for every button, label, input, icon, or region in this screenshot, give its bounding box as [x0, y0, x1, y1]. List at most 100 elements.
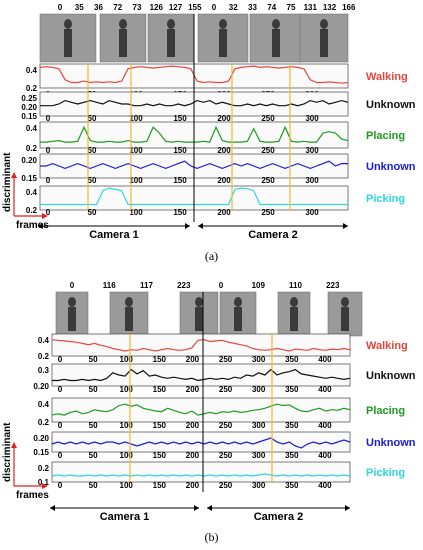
- x-tick-label: 200: [217, 176, 231, 185]
- series-label: Unknown: [366, 370, 416, 382]
- y-tick-label: 0.3: [38, 366, 50, 375]
- y-tick-label: 0.20: [21, 103, 37, 112]
- series-line-picking: [51, 473, 351, 477]
- y-tick-label: 0.2: [38, 352, 50, 361]
- frame-number-label: 0: [58, 3, 63, 12]
- camera-range-arrowhead: [343, 223, 348, 229]
- x-tick-label: 50: [89, 451, 98, 460]
- y-tick-label: 0.4: [26, 188, 38, 197]
- frame-number-label: 131: [304, 3, 318, 12]
- person-body-icon: [320, 29, 328, 57]
- series-label: Walking: [366, 340, 408, 352]
- frame-number-label: 116: [103, 281, 116, 290]
- y-tick-label: 0.15: [33, 448, 49, 457]
- x-axis-arrowhead: [42, 483, 48, 489]
- x-tick-label: 0: [58, 481, 63, 490]
- x-tick-label: 150: [173, 114, 187, 123]
- series-plot-frame: [51, 461, 351, 483]
- person-head-icon: [125, 297, 133, 307]
- y-tick-label: 0.4: [26, 66, 38, 75]
- x-tick-label: 250: [219, 481, 233, 490]
- series-label: Picking: [366, 193, 405, 205]
- frame-number-label: 72: [113, 3, 122, 12]
- person-body-icon: [272, 29, 280, 57]
- person-body-icon: [341, 307, 349, 331]
- x-tick-label: 300: [252, 451, 266, 460]
- frame-number-label: 166: [342, 3, 356, 12]
- person-body-icon: [119, 29, 127, 57]
- frame-number-label: 74: [267, 3, 276, 12]
- person-body-icon: [68, 307, 76, 331]
- person-head-icon: [167, 19, 175, 29]
- x-tick-label: 200: [186, 451, 200, 460]
- y-tick-label: 0.1: [38, 478, 50, 487]
- y-tick-label: 0.4: [26, 124, 38, 133]
- x-tick-label: 300: [305, 176, 319, 185]
- person-head-icon: [219, 19, 227, 29]
- x-axis-label: frames: [16, 220, 49, 231]
- x-tick-label: 200: [186, 481, 200, 490]
- x-tick-label: 50: [88, 114, 97, 123]
- x-tick-label: 250: [219, 451, 233, 460]
- frame-number-label: 35: [75, 3, 84, 12]
- frame-number-label: 0: [212, 3, 217, 12]
- x-tick-label: 0: [58, 421, 63, 430]
- frame-number-label: 126: [150, 3, 164, 12]
- person-head-icon: [272, 19, 280, 29]
- x-tick-label: 50: [89, 385, 98, 394]
- x-tick-label: 400: [318, 481, 332, 490]
- x-tick-label: 50: [89, 421, 98, 430]
- person-head-icon: [119, 19, 127, 29]
- x-tick-label: 300: [252, 385, 266, 394]
- y-tick-label: 0.15: [21, 174, 37, 183]
- x-tick-label: 0: [46, 146, 51, 155]
- camera-range-arrowhead: [198, 223, 203, 229]
- x-tick-label: 0: [58, 451, 63, 460]
- x-axis-label: frames: [16, 490, 49, 501]
- series-plot-frame: [51, 363, 351, 387]
- x-tick-label: 250: [219, 421, 233, 430]
- x-tick-label: 150: [153, 451, 167, 460]
- y-tick-label: 0.15: [21, 112, 37, 121]
- person-head-icon: [68, 297, 76, 307]
- series-line-placing: [51, 403, 351, 416]
- frame-number-label: 0: [219, 281, 224, 290]
- person-head-icon: [195, 297, 203, 307]
- x-tick-label: 150: [153, 481, 167, 490]
- y-tick-label: 0.2: [26, 84, 38, 93]
- x-tick-label: 250: [219, 385, 233, 394]
- camera-range-arrowhead: [194, 505, 199, 511]
- frame-number-label: 0: [70, 281, 75, 290]
- frame-number-label: 33: [248, 3, 257, 12]
- x-tick-label: 300: [305, 208, 319, 217]
- x-tick-label: 350: [285, 355, 299, 364]
- series-plot-frame: [51, 333, 351, 357]
- series-label: Walking: [366, 71, 408, 83]
- frame-number-label: 223: [177, 281, 191, 290]
- y-tick-label: 0.2: [38, 464, 50, 473]
- x-tick-label: 350: [285, 451, 299, 460]
- frame-number-label: 110: [289, 281, 302, 290]
- y-tick-label: 0.2: [26, 206, 38, 215]
- frame-number-label: 127: [169, 3, 183, 12]
- person-head-icon: [290, 297, 298, 307]
- y-axis-label: discriminant: [2, 152, 13, 212]
- x-tick-label: 150: [153, 421, 167, 430]
- x-tick-label: 100: [120, 355, 134, 364]
- frame-number-label: 223: [326, 281, 340, 290]
- person-body-icon: [219, 29, 227, 57]
- x-tick-label: 0: [46, 208, 51, 217]
- x-tick-label: 300: [252, 481, 266, 490]
- x-tick-label: 200: [217, 114, 231, 123]
- x-tick-label: 100: [129, 208, 143, 217]
- x-tick-label: 400: [318, 385, 332, 394]
- series-line-unknown: [51, 437, 351, 449]
- x-tick-label: 100: [120, 385, 134, 394]
- person-body-icon: [125, 307, 133, 331]
- x-tick-label: 300: [252, 355, 266, 364]
- x-axis-arrowhead: [42, 213, 48, 219]
- x-tick-label: 400: [318, 355, 332, 364]
- camera-range-arrowhead: [50, 505, 55, 511]
- camera-label: Camera 1: [89, 229, 139, 241]
- person-head-icon: [64, 19, 72, 29]
